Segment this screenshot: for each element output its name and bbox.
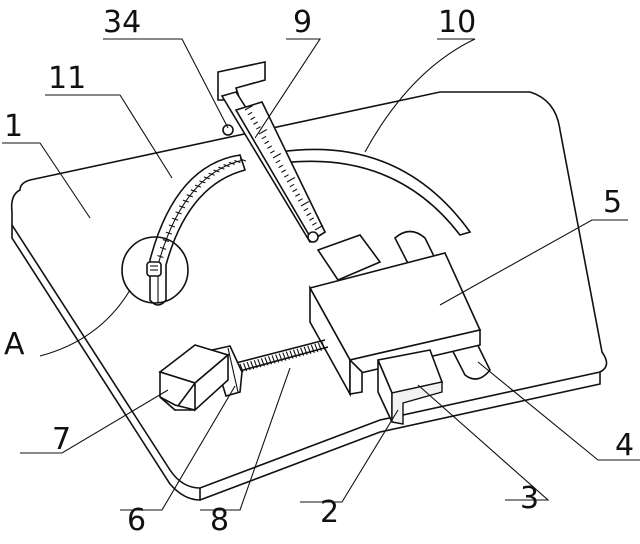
- label-8: 8: [210, 503, 229, 538]
- label-2: 2: [320, 495, 339, 530]
- label-1: 1: [4, 109, 23, 144]
- sub-blocks: [376, 349, 444, 425]
- curved-slot: [279, 148, 472, 236]
- threaded-rod: [231, 339, 329, 373]
- scale-bar: [217, 61, 327, 244]
- part-labels: 34 9 10 11 1 5 A 7 4 6 8 2 3: [4, 5, 634, 538]
- label-3: 3: [520, 481, 539, 516]
- label-a: A: [4, 327, 25, 362]
- arc-ruler: [149, 154, 247, 306]
- label-9: 9: [293, 5, 312, 40]
- label-34: 34: [103, 5, 141, 40]
- label-10: 10: [438, 5, 476, 40]
- label-5: 5: [603, 185, 622, 220]
- label-6: 6: [127, 503, 146, 538]
- label-4: 4: [615, 428, 634, 463]
- detail-circle-a: [121, 236, 189, 304]
- leader-lines: [2, 38, 640, 511]
- label-11: 11: [48, 61, 86, 96]
- label-7: 7: [52, 422, 71, 457]
- motor-block: [158, 344, 230, 412]
- detail-knob: [146, 261, 162, 277]
